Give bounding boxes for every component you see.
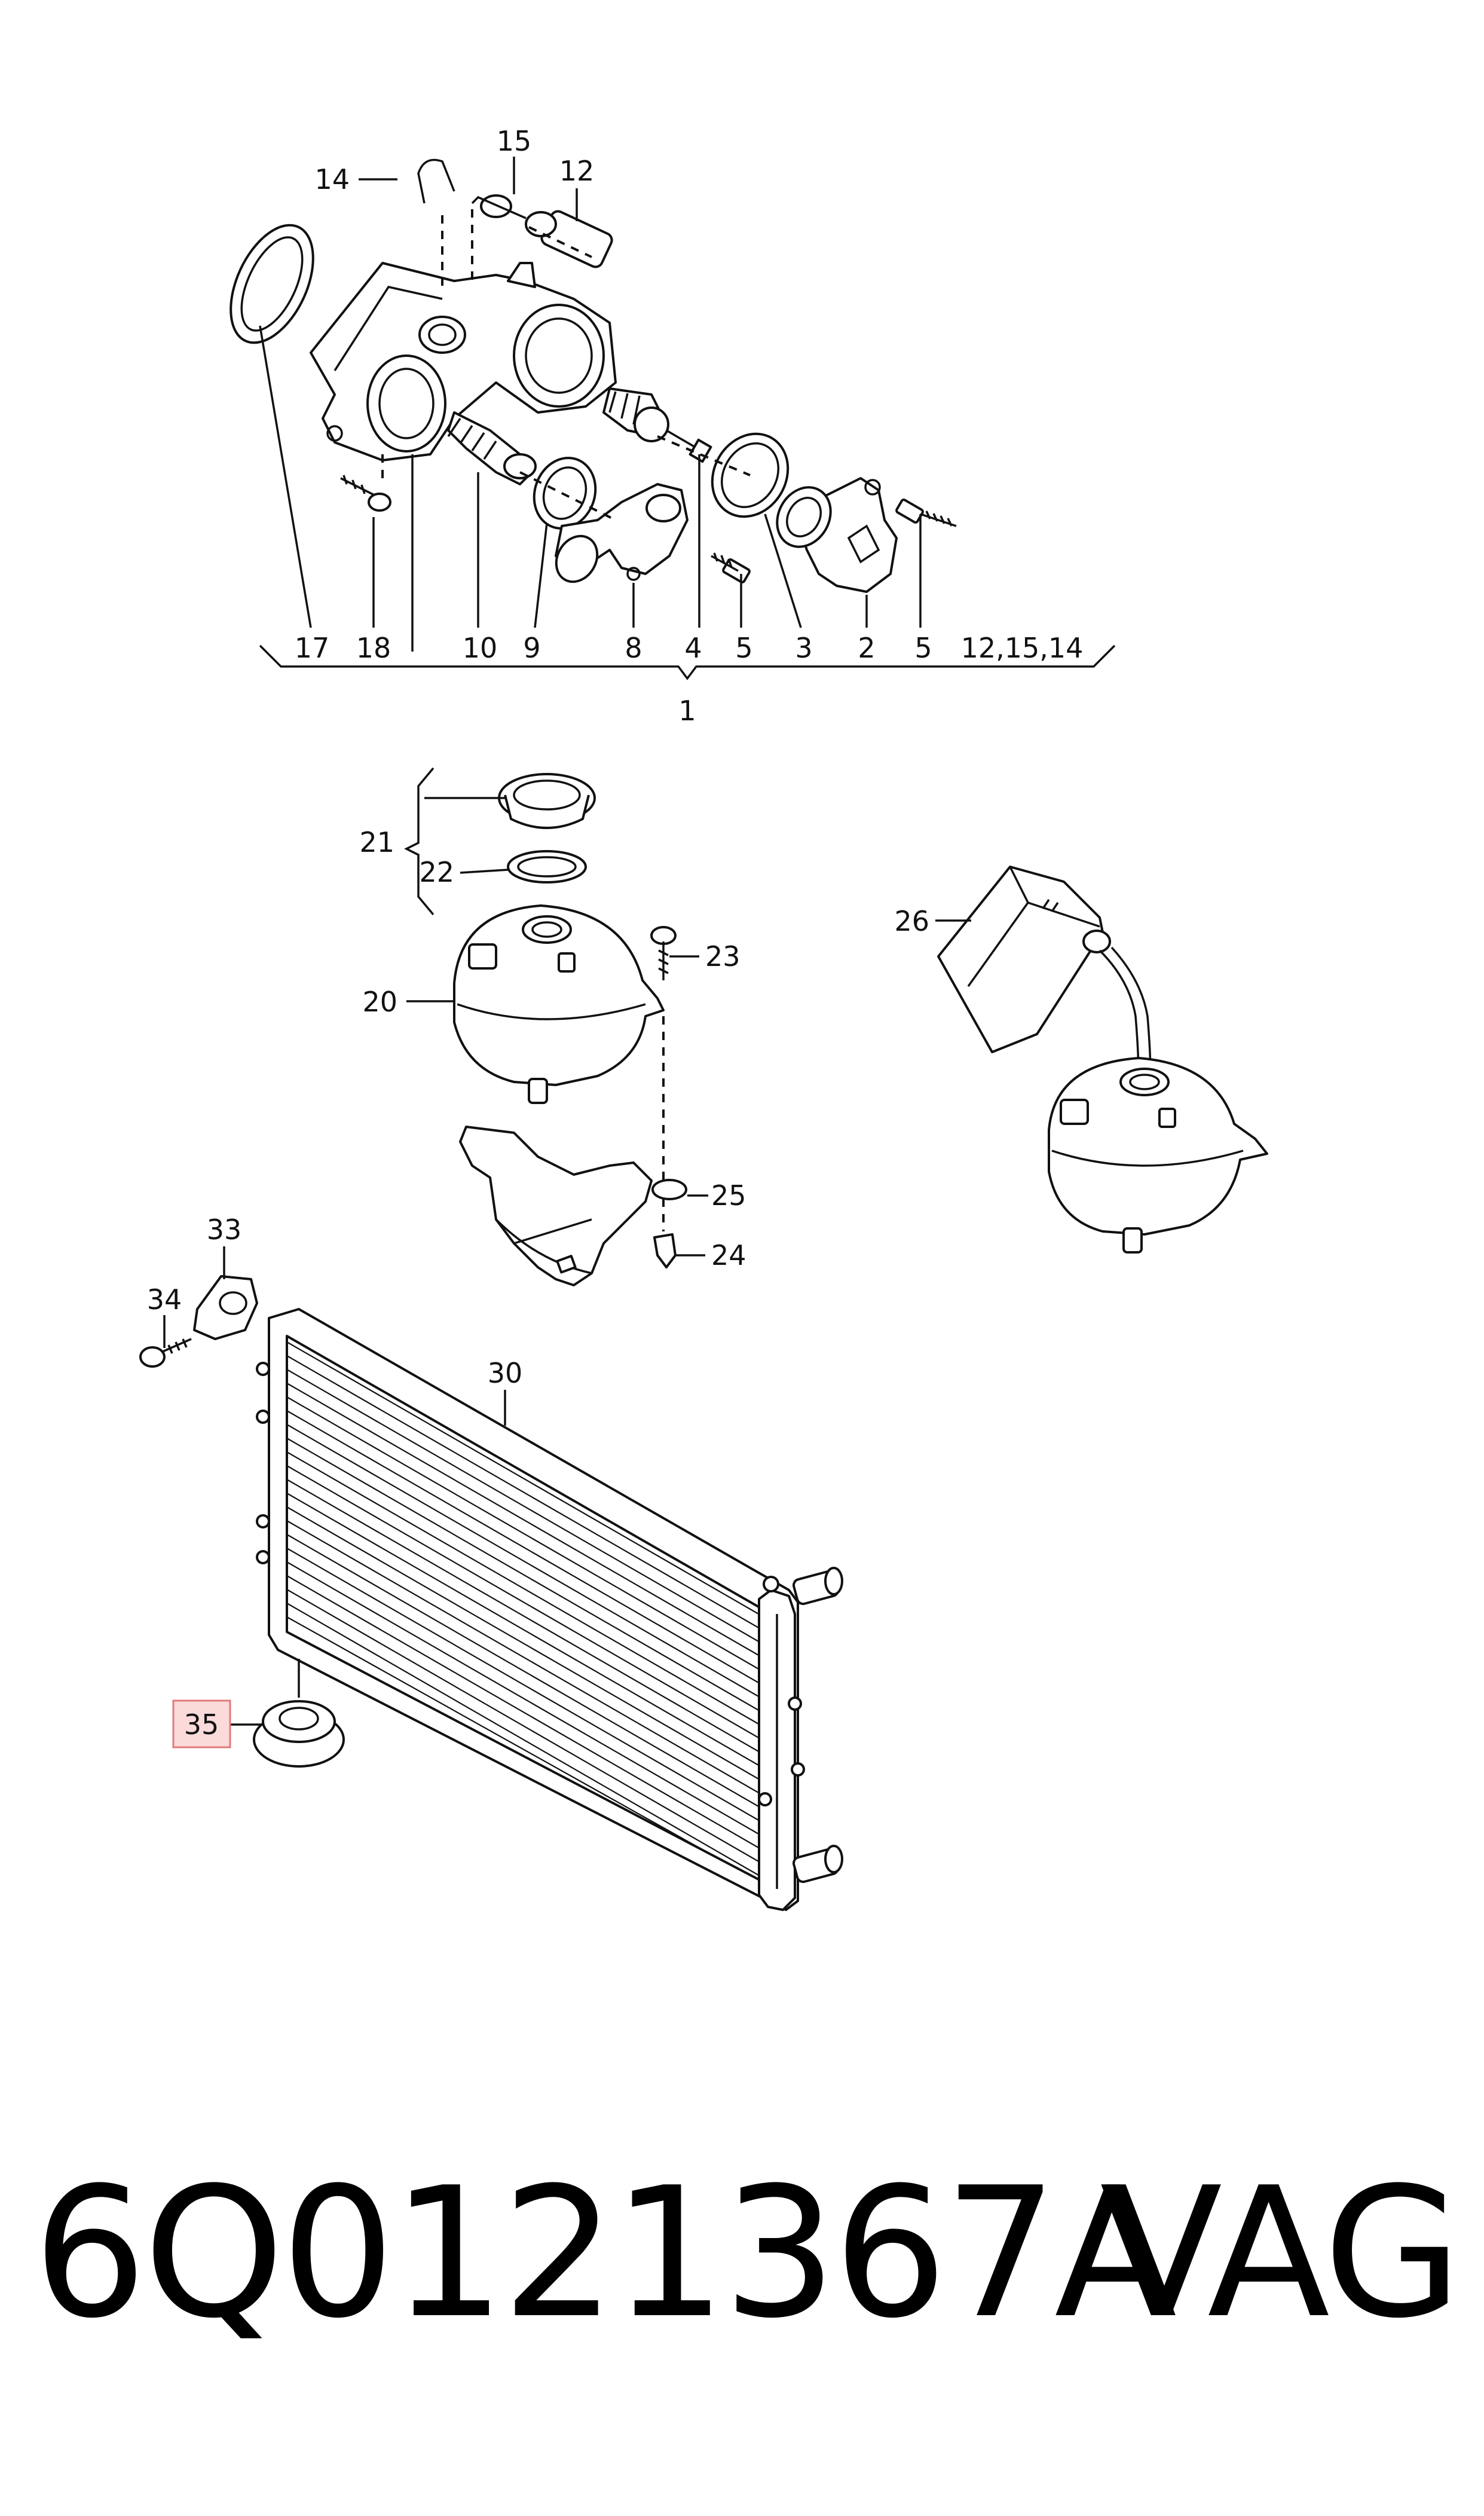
- assembly-line: [519, 471, 616, 521]
- part-9-gasket: [533, 457, 597, 530]
- part-5-bolt-right: [895, 499, 957, 527]
- callout-26: 26: [894, 905, 929, 937]
- coolant-refill-group: [935, 866, 1268, 1254]
- part-22-seal: [507, 850, 587, 883]
- callout-5-left: 5: [735, 632, 752, 664]
- callout-2: 2: [858, 632, 875, 664]
- callout-20: 20: [362, 986, 397, 1018]
- callout-35: 35: [184, 1708, 219, 1741]
- callout-4: 4: [684, 632, 702, 664]
- part-34-bolt: [139, 1338, 192, 1368]
- flange-assembly-group: [230, 157, 1116, 680]
- part-23-bolt: [650, 926, 677, 980]
- part-17-gasket: [230, 224, 314, 344]
- part-21-filler-cap: [498, 773, 596, 829]
- part-14-retaining-clip: [417, 158, 455, 204]
- part-8-elbow-connector: [555, 483, 689, 583]
- expansion-tank-group: [404, 767, 708, 1286]
- group-1-bracket: [259, 644, 1116, 680]
- callout-18: 18: [356, 632, 391, 664]
- radiator-group: [139, 1246, 843, 1911]
- coolant-stream: [1110, 946, 1152, 1077]
- callout-12: 12: [559, 155, 595, 187]
- assembly-line: [657, 435, 751, 476]
- part-10-thermostat: [447, 411, 537, 485]
- callout-22: 22: [419, 856, 454, 888]
- highlight-box-35: [172, 1699, 231, 1748]
- radiator-pipe-top: [793, 1567, 843, 1606]
- part-35-rubber-mount: [253, 1700, 345, 1768]
- callout-10: 10: [463, 632, 498, 664]
- coolant-stream: [1099, 949, 1140, 1077]
- callout-34: 34: [147, 1283, 182, 1316]
- callout-9: 9: [523, 632, 540, 664]
- part-20-expansion-tank-filling: [1048, 1057, 1268, 1254]
- callout-5-right: 5: [914, 632, 932, 664]
- part-2-coolant-flange: [776, 477, 898, 593]
- callout-1: 1: [678, 695, 696, 727]
- assembly-line: [528, 226, 592, 258]
- part-25-holder-bracket: [459, 1126, 687, 1286]
- part-30-radiator: [256, 1308, 843, 1911]
- group-21-bracket: [404, 767, 435, 916]
- footer-brand: VAG: [1100, 2149, 1462, 2358]
- callout-21: 21: [359, 826, 394, 858]
- part-33-holder: [193, 1275, 258, 1340]
- callout-23: 23: [705, 940, 741, 973]
- callout-33: 33: [207, 1213, 242, 1246]
- leader-lines-top: [259, 157, 922, 652]
- footer-part-number: 6Q0121367A: [33, 2149, 1177, 2358]
- part-18-bolt: [340, 475, 391, 512]
- callout-labels: 14 15 12 17 18 10 9 8 4 5 3 2 5 12,15,14…: [147, 125, 1084, 1741]
- callout-15: 15: [497, 125, 532, 157]
- callout-25: 25: [711, 1179, 746, 1212]
- callout-12-15-14: 12,15,14: [961, 632, 1084, 664]
- part-5-bolt-left: [711, 552, 751, 583]
- radiator-pipe-bottom: [793, 1845, 843, 1884]
- part-26-coolant-bottle: [937, 866, 1111, 1053]
- part-12-temperature-sender: [525, 210, 613, 268]
- part-4-thermostat: [602, 387, 712, 463]
- part-1-flange-housing: [310, 262, 617, 461]
- part-20-expansion-tank: [453, 904, 665, 1104]
- leader-lines-bottom: [163, 1246, 506, 1726]
- part-24-clip: [653, 1233, 677, 1268]
- radiator-fins: [286, 1341, 772, 1883]
- leader-lines-middle: [406, 797, 708, 1257]
- callout-8: 8: [625, 632, 642, 664]
- callout-30: 30: [488, 1357, 523, 1389]
- callout-24: 24: [711, 1239, 746, 1271]
- callout-3: 3: [795, 632, 812, 664]
- callout-17: 17: [295, 632, 330, 664]
- callout-14: 14: [314, 163, 350, 195]
